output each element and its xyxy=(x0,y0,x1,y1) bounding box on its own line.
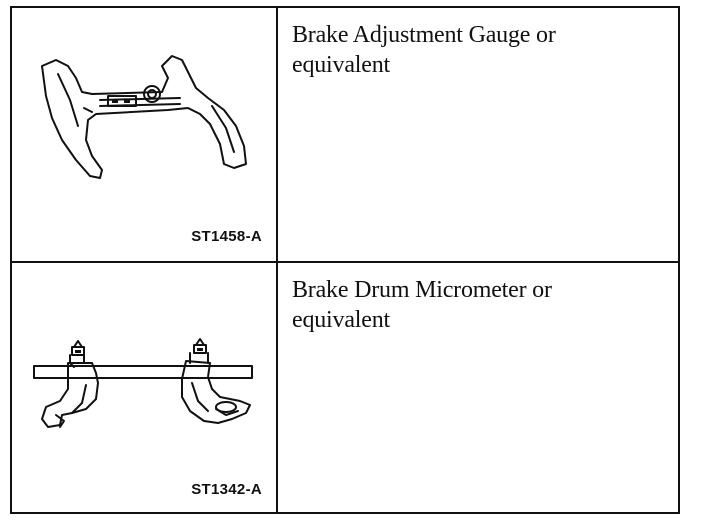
tool-code: ST1342-A xyxy=(191,481,262,498)
tool-code: ST1458-A xyxy=(191,228,262,245)
tool-description-cell: Brake Drum Micrometer or equivalent xyxy=(278,263,678,512)
brake-drum-micrometer-icon xyxy=(33,338,253,428)
tool-description: Brake Drum Micrometer or equivalent xyxy=(292,277,552,333)
tool-description-cell: Brake Adjustment Gauge or equivalent xyxy=(278,8,678,261)
tool-image-cell: ST1458-A xyxy=(12,8,278,261)
table-row: ST1342-A Brake Drum Micrometer or equiva… xyxy=(12,261,678,512)
special-tools-table: ST1458-A Brake Adjustment Gauge or equiv… xyxy=(10,6,680,514)
tool-description: Brake Adjustment Gauge or equivalent xyxy=(292,22,556,78)
tool-image-cell: ST1342-A xyxy=(12,263,278,512)
brake-adjustment-gauge-icon xyxy=(41,55,247,179)
table-row: ST1458-A Brake Adjustment Gauge or equiv… xyxy=(12,8,678,261)
